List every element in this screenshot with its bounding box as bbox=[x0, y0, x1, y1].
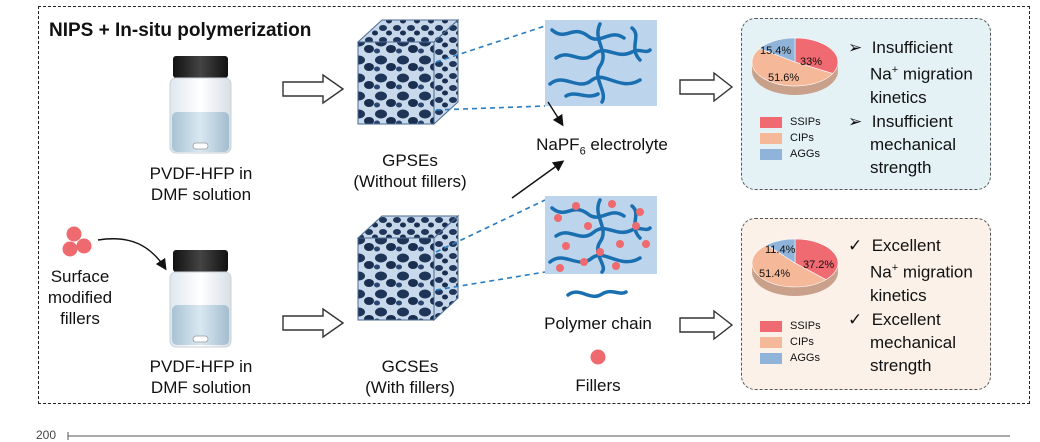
top-point-2-line2: mechanical bbox=[848, 133, 956, 156]
polymer-chain-label: Polymer chain bbox=[528, 313, 668, 334]
electrolyte-arrow-bottom bbox=[512, 162, 562, 198]
legend-bottom-aggs-swatch bbox=[760, 353, 782, 364]
polymer-chain-legend-icon bbox=[568, 292, 626, 297]
hollow-arrow-bottom-1 bbox=[283, 309, 343, 337]
bottom-point-2-line3: strength bbox=[848, 354, 956, 377]
fillers-source-label-line1: Surface bbox=[40, 266, 120, 287]
legend-top-ssips: SSIPs bbox=[790, 116, 821, 128]
fillers-source-label-line2: modified bbox=[40, 287, 120, 308]
vial-top-label-line2: DMF solution bbox=[136, 184, 266, 205]
arrow-bullet-icon: ➢ bbox=[848, 38, 862, 57]
legend-top-cips-swatch bbox=[760, 133, 782, 144]
legend-top-cips: CIPs bbox=[790, 132, 814, 144]
check-icon: ✓ bbox=[848, 310, 862, 329]
vial-bottom-label-line1: PVDF-HFP in bbox=[136, 356, 266, 377]
pie-top-aggs-label: 15.4% bbox=[760, 45, 791, 57]
fillers-source-label-line3: fillers bbox=[40, 308, 120, 329]
bottom-point-1-na: Na bbox=[870, 263, 892, 282]
top-point-2: ➢ Insufficient mechanical strength bbox=[848, 110, 956, 179]
vial-bottom bbox=[170, 250, 231, 347]
bottom-point-1-line2: migration bbox=[903, 263, 973, 282]
check-icon: ✓ bbox=[848, 236, 862, 255]
vial-bottom-label: PVDF-HFP in DMF solution bbox=[136, 356, 266, 398]
fillers-legend-label: Fillers bbox=[560, 375, 636, 396]
filler-legend-icon bbox=[591, 350, 606, 365]
filler-cluster-icon bbox=[63, 227, 92, 257]
vial-top-label-line1: PVDF-HFP in bbox=[136, 163, 266, 184]
legend-top-aggs-swatch bbox=[760, 149, 782, 160]
top-point-2-line3: strength bbox=[848, 156, 956, 179]
bottom-point-1-line1: Excellent bbox=[872, 236, 941, 255]
pie-top-ssips-label: 33% bbox=[800, 56, 822, 68]
axis-tick-label: 200 bbox=[36, 428, 56, 442]
legend-top-ssips-swatch bbox=[760, 117, 782, 128]
vial-top-label: PVDF-HFP in DMF solution bbox=[136, 163, 266, 205]
top-point-1-line2: migration bbox=[903, 65, 973, 84]
electrolyte-label: NaPF6 electrolyte bbox=[522, 134, 682, 162]
cube-top-label-line1: GPSEs bbox=[340, 150, 480, 171]
cube-gcses bbox=[358, 216, 458, 320]
legend-bottom-ssips: SSIPs bbox=[790, 320, 821, 332]
electrolyte-label-rest: electrolyte bbox=[586, 135, 668, 154]
legend-top-aggs: AGGs bbox=[790, 148, 820, 160]
top-point-1-plus: + bbox=[892, 64, 898, 76]
pie-bottom-aggs-label: 11.4% bbox=[765, 244, 795, 256]
vial-bottom-label-line2: DMF solution bbox=[136, 377, 266, 398]
cube-bottom-label: GCSEs (With fillers) bbox=[350, 356, 470, 398]
cube-top-label-line2: (Without fillers) bbox=[340, 171, 480, 192]
top-point-1-na: Na bbox=[870, 65, 892, 84]
hollow-arrow-bottom-2 bbox=[680, 311, 732, 339]
hollow-arrow-top-1 bbox=[283, 75, 343, 103]
hollow-arrow-top-2 bbox=[680, 73, 732, 101]
fillers-to-vial-arrow bbox=[98, 239, 165, 268]
legend-bottom-ssips-swatch bbox=[760, 321, 782, 332]
polymer-mesh-top bbox=[545, 20, 657, 106]
pie-bottom-cips-label: 51.4% bbox=[759, 268, 790, 280]
legend-bottom-cips: CIPs bbox=[790, 336, 814, 348]
legend-bottom-aggs: AGGs bbox=[790, 352, 820, 364]
cube-bottom-label-line1: GCSEs bbox=[350, 356, 470, 377]
arrow-bullet-icon: ➢ bbox=[848, 112, 862, 131]
vial-top bbox=[170, 56, 231, 153]
pie-bottom-ssips-label: 37.2% bbox=[803, 259, 834, 271]
pie-top-cips-label: 51.6% bbox=[768, 72, 799, 84]
bottom-point-2: ✓ Excellent mechanical strength bbox=[848, 308, 956, 377]
legend-bottom-cips-swatch bbox=[760, 337, 782, 348]
bottom-point-1: ✓ Excellent Na+ migration kinetics bbox=[848, 234, 973, 307]
cube-gpses bbox=[358, 20, 458, 124]
top-point-1: ➢ Insufficient Na+ migration kinetics bbox=[848, 36, 973, 109]
bottom-point-2-line2: mechanical bbox=[848, 331, 956, 354]
bottom-point-2-line1: Excellent bbox=[872, 310, 941, 329]
top-point-1-line1: Insufficient bbox=[872, 38, 953, 57]
top-point-2-line1: Insufficient bbox=[872, 112, 953, 131]
fillers-source-label: Surface modified fillers bbox=[40, 266, 120, 329]
cube-bottom-label-line2: (With fillers) bbox=[350, 377, 470, 398]
polymer-mesh-bottom bbox=[545, 196, 657, 274]
cube-top-label: GPSEs (Without fillers) bbox=[340, 150, 480, 192]
electrolyte-label-main: NaPF bbox=[536, 135, 579, 154]
bottom-point-1-line3: kinetics bbox=[848, 284, 973, 307]
top-point-1-line3: kinetics bbox=[848, 86, 973, 109]
bottom-point-1-plus: + bbox=[892, 262, 898, 274]
